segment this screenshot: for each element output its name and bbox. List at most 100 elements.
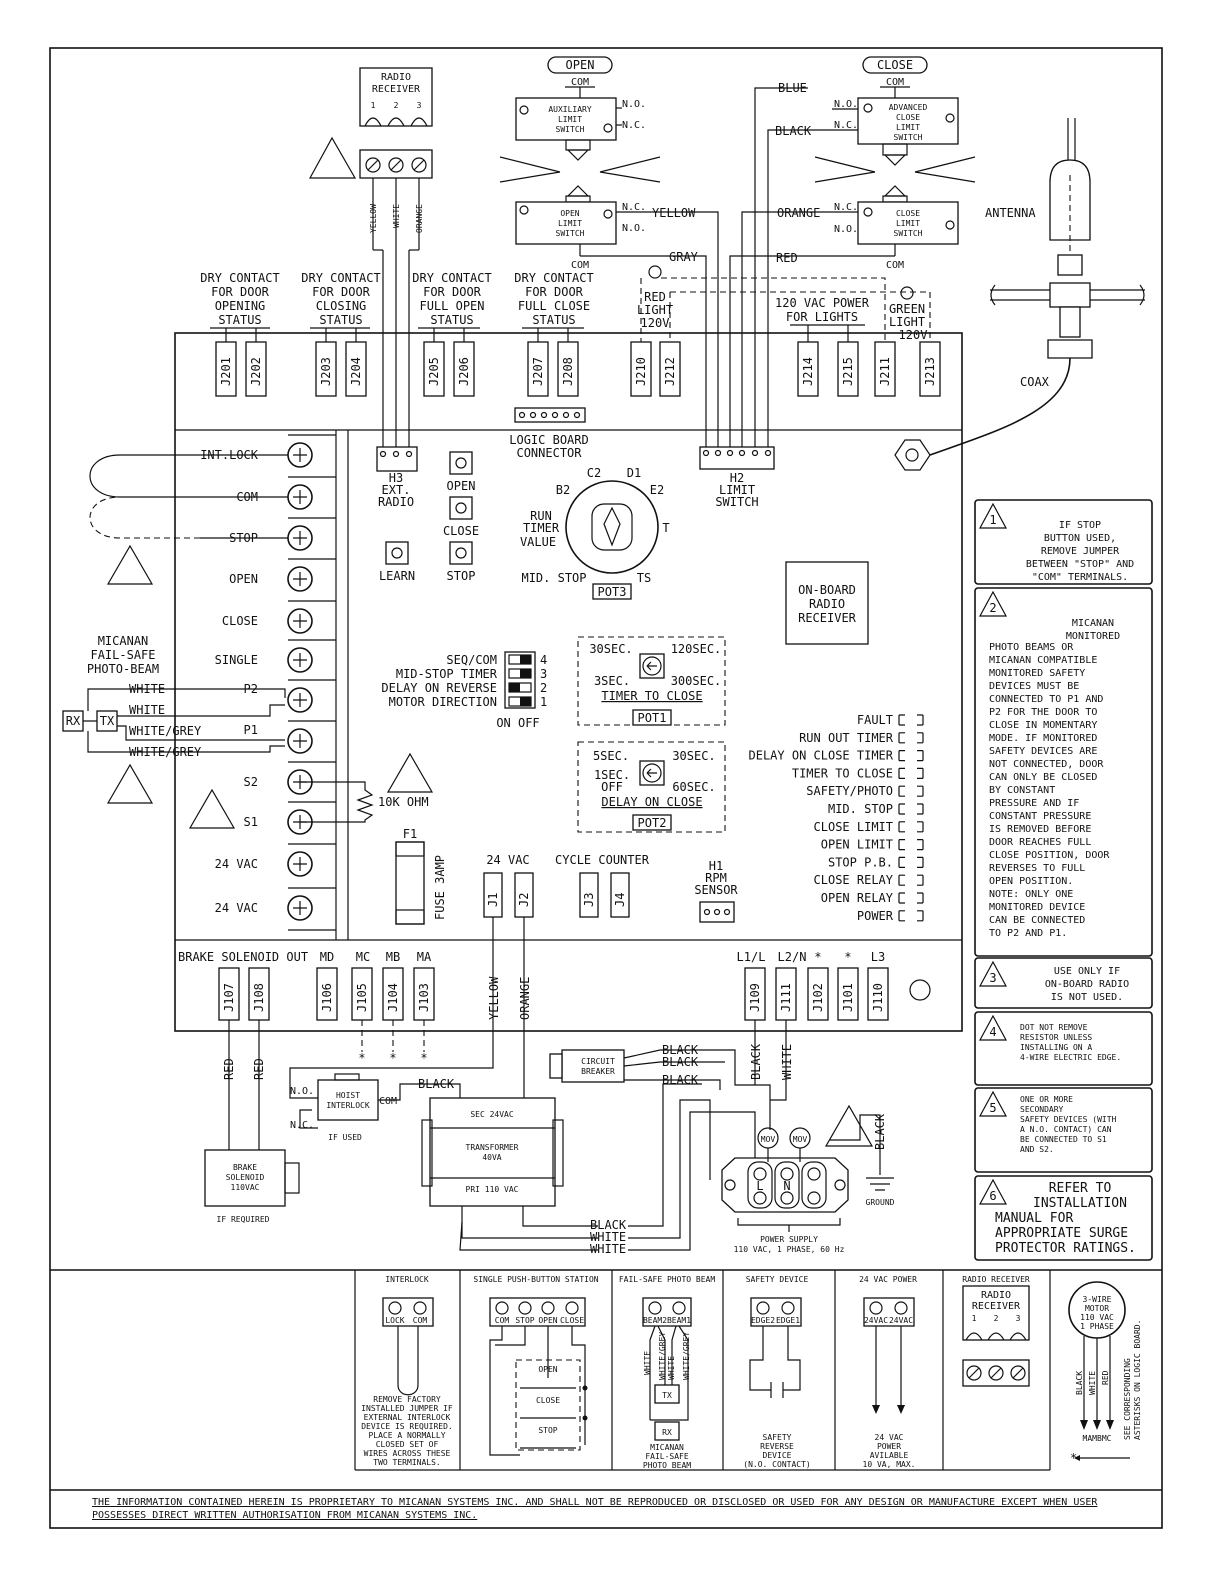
relay-pin-j210 — [630, 341, 652, 397]
led-label: CLOSE RELAY — [814, 873, 894, 887]
pb-wire-3: WHITE/GREY — [129, 724, 202, 738]
close-limit-switch — [857, 201, 959, 245]
lg-pb-w1: WHITE — [643, 1351, 652, 1375]
pot3-mid: MID. STOP — [521, 571, 586, 585]
pot3-dial[interactable] — [565, 480, 659, 574]
relay-pin-label: J211 — [878, 357, 892, 386]
pot3-title: POT3 — [598, 585, 627, 599]
led-label: OPEN RELAY — [821, 891, 894, 905]
led-label: OPEN LIMIT — [821, 838, 893, 852]
hoist-label-1: HOIST — [336, 1091, 360, 1100]
note-box-5 — [974, 1087, 1153, 1173]
dip-label: SEQ/COM — [446, 653, 497, 667]
adv-no: N.O. — [834, 99, 858, 110]
note-triangle-icon — [978, 1090, 1008, 1117]
learn-button[interactable] — [385, 541, 409, 565]
led-indicator — [898, 874, 924, 886]
h2-3: SWITCH — [715, 495, 758, 509]
note-text: ON-BOARD RADIO — [1045, 979, 1129, 990]
pot3-run-2: TIMER — [523, 521, 560, 535]
lg-beam1: BEAM1 — [667, 1316, 691, 1325]
close-button[interactable] — [449, 496, 473, 520]
drawing-frame — [49, 47, 1163, 1529]
dc2-l3: CLOSING — [316, 299, 367, 313]
pot3-e2: E2 — [650, 483, 664, 497]
lg-motor-2: MOTOR — [1085, 1304, 1109, 1313]
note-text: MONITORED SAFETY — [989, 668, 1085, 679]
note-text: BUTTON USED, — [1044, 533, 1116, 544]
pb-wire-2: WHITE — [129, 703, 165, 717]
j4-label: J4 — [613, 893, 627, 907]
pot3-run-1: RUN — [530, 509, 552, 523]
terminal-screw[interactable] — [287, 608, 313, 634]
note-text: NOT CONNECTED, DOOR — [989, 759, 1104, 770]
lg-com: COM — [413, 1316, 428, 1325]
adv-label-3: LIMIT — [896, 123, 920, 132]
pot2-t1: 5SEC. — [593, 749, 629, 763]
lower-wiring: RED RED BRAKE SOLENOID 110VAC IF REQUIRE… — [204, 917, 895, 1256]
stop-button[interactable] — [449, 541, 473, 565]
lg-24vac-t2: POWER — [877, 1442, 901, 1451]
pot1-t1: 30SEC. — [589, 642, 632, 656]
coax-label: COAX — [1020, 375, 1050, 389]
terminal-screw[interactable] — [287, 728, 313, 754]
note-3-marker — [308, 136, 357, 179]
brake-label-3: 110VAC — [231, 1183, 260, 1192]
lg-safety-title: SAFETY DEVICE — [746, 1275, 809, 1284]
lg-interlock-text: PLACE A NORMALLY — [368, 1431, 445, 1440]
relay-pin-label: J204 — [349, 357, 363, 386]
led-indicator — [898, 856, 924, 868]
terminal-screw[interactable] — [287, 647, 313, 673]
auxiliary-limit-switch — [515, 97, 617, 141]
wire-yellow: YELLOW — [369, 204, 378, 233]
relay-pin-j213 — [919, 341, 941, 397]
dc3-l2: FOR DOOR — [423, 285, 482, 299]
dc4-l4: STATUS — [532, 313, 575, 327]
aux-nc: N.C. — [622, 120, 646, 131]
relay-pin-j203 — [315, 341, 337, 397]
photo-beam-wiring: MICANAN FAIL-SAFE PHOTO-BEAM RX TX WHITE… — [62, 634, 286, 804]
note-1-marker — [106, 544, 154, 585]
close-button-label: CLOSE — [443, 524, 479, 538]
note-text: ONE OR MORE — [1020, 1095, 1073, 1104]
pot2-t4: 60SEC. — [672, 780, 715, 794]
antenna-block: ANTENNA COAX — [894, 118, 1145, 471]
relay-pin-label: J214 — [801, 357, 815, 386]
terminal-screw[interactable] — [287, 851, 313, 877]
note-number: 2 — [989, 601, 996, 615]
relay-pin-j208 — [557, 341, 579, 397]
resistor-label: 10K OHM — [378, 795, 429, 809]
pin-j102 — [807, 967, 829, 1021]
brake-solenoid — [204, 1149, 286, 1207]
dc1-l2: FOR DOOR — [211, 285, 270, 299]
open-limit-com: COM — [571, 260, 589, 271]
terminal-screw[interactable] — [287, 687, 313, 713]
relay-pin-j212 — [659, 341, 681, 397]
h3-3: RADIO — [378, 495, 414, 509]
terminal-screw[interactable] — [287, 566, 313, 592]
pot2-dial[interactable] — [642, 763, 662, 783]
relay-pin-label: J201 — [219, 357, 233, 386]
dip-num: 4 — [540, 653, 547, 667]
note-number: 6 — [989, 1189, 996, 1203]
adv-nc: N.C. — [834, 120, 858, 131]
relay-pin-j211 — [874, 341, 896, 397]
lg-radio-p1: 1 — [972, 1314, 977, 1323]
open-button[interactable] — [449, 451, 473, 475]
lg-pb-com: COM — [495, 1316, 510, 1325]
pot1-dial[interactable] — [642, 656, 662, 676]
note-text: IS REMOVED BEFORE — [989, 824, 1091, 835]
led-indicator — [898, 839, 924, 851]
pot1-tag: POT1 — [638, 711, 667, 725]
lg-interlock-text: TWO TERMINALS. — [373, 1458, 440, 1467]
pb-label-3: PHOTO-BEAM — [87, 662, 159, 676]
led-label: TIMER TO CLOSE — [792, 766, 893, 780]
terminal-label: OPEN — [229, 572, 258, 586]
terminal-screw[interactable] — [287, 895, 313, 921]
led-label: SAFETY/PHOTO — [806, 784, 893, 798]
pot2-t3b: OFF — [601, 780, 623, 794]
led-indicator — [898, 767, 924, 779]
ast-2: * — [844, 950, 851, 964]
